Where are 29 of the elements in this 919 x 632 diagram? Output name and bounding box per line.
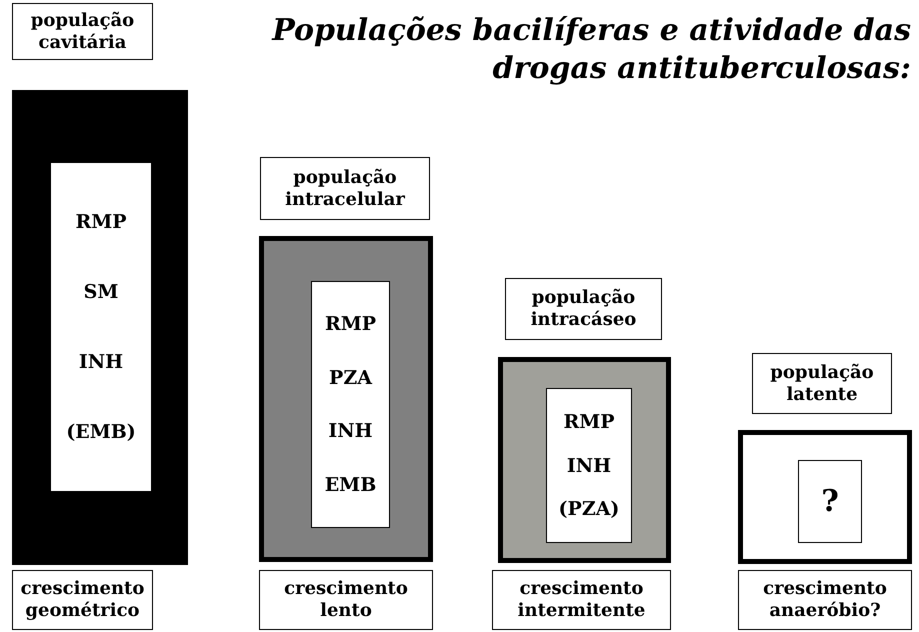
drug-list-box [798,460,862,543]
drug-name: INH [78,351,124,373]
drug-name: RMP [324,313,376,336]
drug-list-box [311,281,390,528]
drug-list-box [50,162,152,492]
drug-name: RMP [563,410,615,433]
label-box: crescimento anaeróbio? [738,570,912,630]
title: Populações bacilíferas e atividade das drogas antituberculosas: [271,12,911,88]
label-box: população intracelular [260,157,430,220]
population-box [12,90,188,565]
drug-name: PZA [329,366,372,389]
drug-name: INH [566,454,612,476]
label-box: população intracáseo [505,278,662,340]
drug-name: SM [84,281,118,303]
label-box: crescimento lento [259,570,433,630]
label-box: população cavitária [12,3,153,60]
label-box: crescimento intermitente [492,570,671,630]
drug-list-box [546,388,632,543]
label-box: crescimento geométrico [12,570,153,630]
drug-name: INH [328,420,373,442]
population-box [498,357,671,563]
drug-name: RMP [75,211,127,233]
drug-name: EMB [324,474,376,496]
label-box: população latente [752,353,892,414]
question-mark: ? [821,484,839,519]
drug-name: (PZA) [558,498,620,520]
population-box [259,236,433,562]
population-box [738,430,912,564]
drug-name: (EMB) [66,421,136,443]
